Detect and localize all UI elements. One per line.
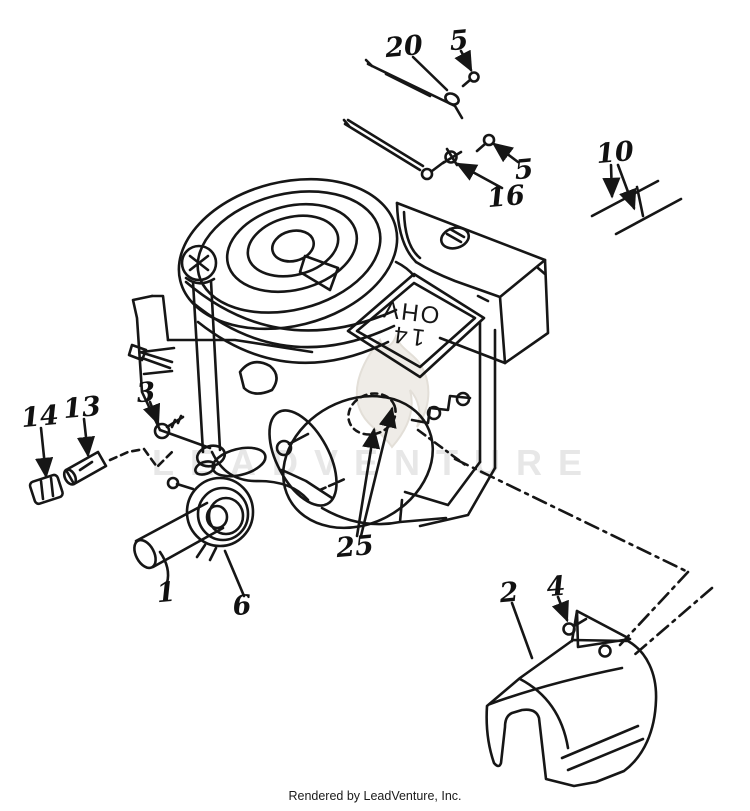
- leader-2: [510, 601, 534, 660]
- leader-20: [411, 55, 449, 92]
- alignment-dashed-line: [108, 447, 175, 469]
- guard-screw-4a: [562, 622, 576, 636]
- callout-label-1: 1: [155, 576, 177, 610]
- spacer-13: [62, 450, 108, 486]
- leader-lines: [35, 49, 637, 660]
- fuel-cap: [439, 226, 471, 250]
- screw-5-top: [468, 71, 480, 83]
- callout-label-13: 13: [61, 390, 103, 426]
- leader-3: [143, 400, 161, 426]
- leader-10a: [602, 163, 621, 199]
- watermark-brand-text: LEADVENTURE: [152, 442, 598, 483]
- choke-cable: [342, 118, 496, 181]
- watermark: LEADVENTURE: [152, 332, 598, 483]
- leader-4: [551, 595, 569, 623]
- callout-label-20: 20: [383, 29, 425, 65]
- leader-14: [35, 426, 54, 479]
- callout-label-16: 16: [485, 179, 527, 215]
- hex-cap-14: [28, 473, 64, 506]
- callout-label-5-top: 5: [448, 24, 470, 58]
- dipstick-tube: [180, 244, 227, 476]
- mounting-rods: [590, 179, 683, 236]
- leader-13: [76, 417, 96, 458]
- render-credit: Rendered by LeadVenture, Inc.: [288, 789, 462, 803]
- guard-screw-4b: [598, 644, 612, 658]
- muffler-guard-2: [485, 609, 658, 788]
- callout-label-10: 10: [594, 135, 636, 171]
- callout-label-3: 3: [135, 376, 157, 410]
- screw-5-mid: [482, 133, 496, 147]
- callout-label-6: 6: [231, 589, 253, 623]
- throttle-control-rod: [364, 58, 480, 120]
- bolt-head: [127, 343, 148, 362]
- leader-1: [158, 550, 170, 585]
- leader-16: [455, 162, 504, 190]
- recoil-starter-housing: [177, 177, 416, 365]
- bolt-3: [153, 414, 185, 440]
- cable-clamp: [444, 150, 458, 164]
- callout-label-25: 25: [334, 529, 376, 565]
- leader-10b: [616, 163, 637, 211]
- guard-bracket: [562, 609, 632, 658]
- spark-plug: [275, 439, 293, 457]
- starter-key-slot: [298, 254, 340, 292]
- adapter-ring-6: [166, 476, 255, 562]
- svg-text:OHV: OHV: [380, 295, 441, 329]
- flame-watermark-logo: [355, 332, 430, 449]
- callout-label-4: 4: [545, 570, 567, 604]
- callout-label-2: 2: [498, 576, 520, 610]
- leader-6: [223, 549, 246, 598]
- leader-5-mid: [491, 142, 520, 164]
- leader-25a: [355, 427, 381, 538]
- callout-label-14: 14: [19, 399, 61, 435]
- assembly-dash-lines: [453, 457, 714, 658]
- leader-5-top: [454, 49, 473, 73]
